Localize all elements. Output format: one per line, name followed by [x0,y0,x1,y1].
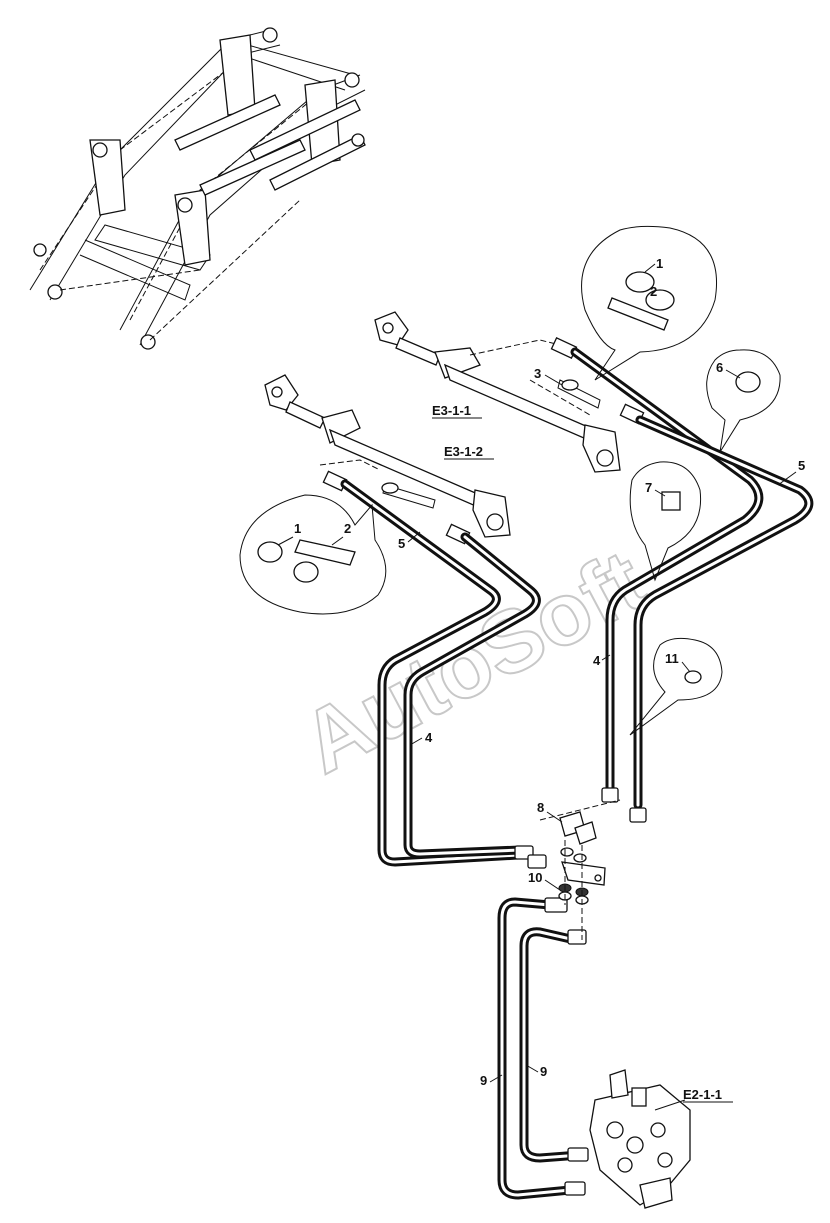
ref-label-e2-1-1: E2-1-1 [683,1087,722,1102]
callout-bubble-6 [706,349,781,453]
cylinder-e3-1-2 [264,374,511,538]
callout-5-right: 5 [798,458,805,473]
control-valve-e2-1-1 [589,1069,691,1209]
tube-lower [381,482,436,509]
callout-7: 7 [645,480,652,495]
fitting-assembly [539,799,621,940]
callout-9-a: 9 [480,1073,487,1088]
loader-frame-drawing [29,27,366,350]
callout-bubble-top [581,225,717,381]
callout-2-left: 2 [344,521,351,536]
callout-1-left: 1 [294,521,301,536]
ref-label-e3-1-1: E3-1-1 [432,403,471,418]
callout-6: 6 [716,360,723,375]
callout-4-left: 4 [425,730,433,745]
callout-bubble-left [239,494,387,615]
callout-5-left: 5 [398,536,405,551]
callout-9-b: 9 [540,1064,547,1079]
tube-3 [557,379,601,409]
callout-2-top: 2 [650,284,657,299]
callout-bubble-11 [629,637,723,736]
callout-4-right: 4 [593,653,601,668]
hoses [340,347,814,1200]
callout-10: 10 [528,870,542,885]
callout-3: 3 [534,366,541,381]
callout-11: 11 [665,651,679,666]
callout-bubble-7 [629,461,702,582]
watermark: AutoSoft [286,530,660,792]
cylinder-e3-1-1 [374,311,621,473]
ref-label-e3-1-2: E3-1-2 [444,444,483,459]
callout-8: 8 [537,800,544,815]
callout-1-top: 1 [656,256,663,271]
